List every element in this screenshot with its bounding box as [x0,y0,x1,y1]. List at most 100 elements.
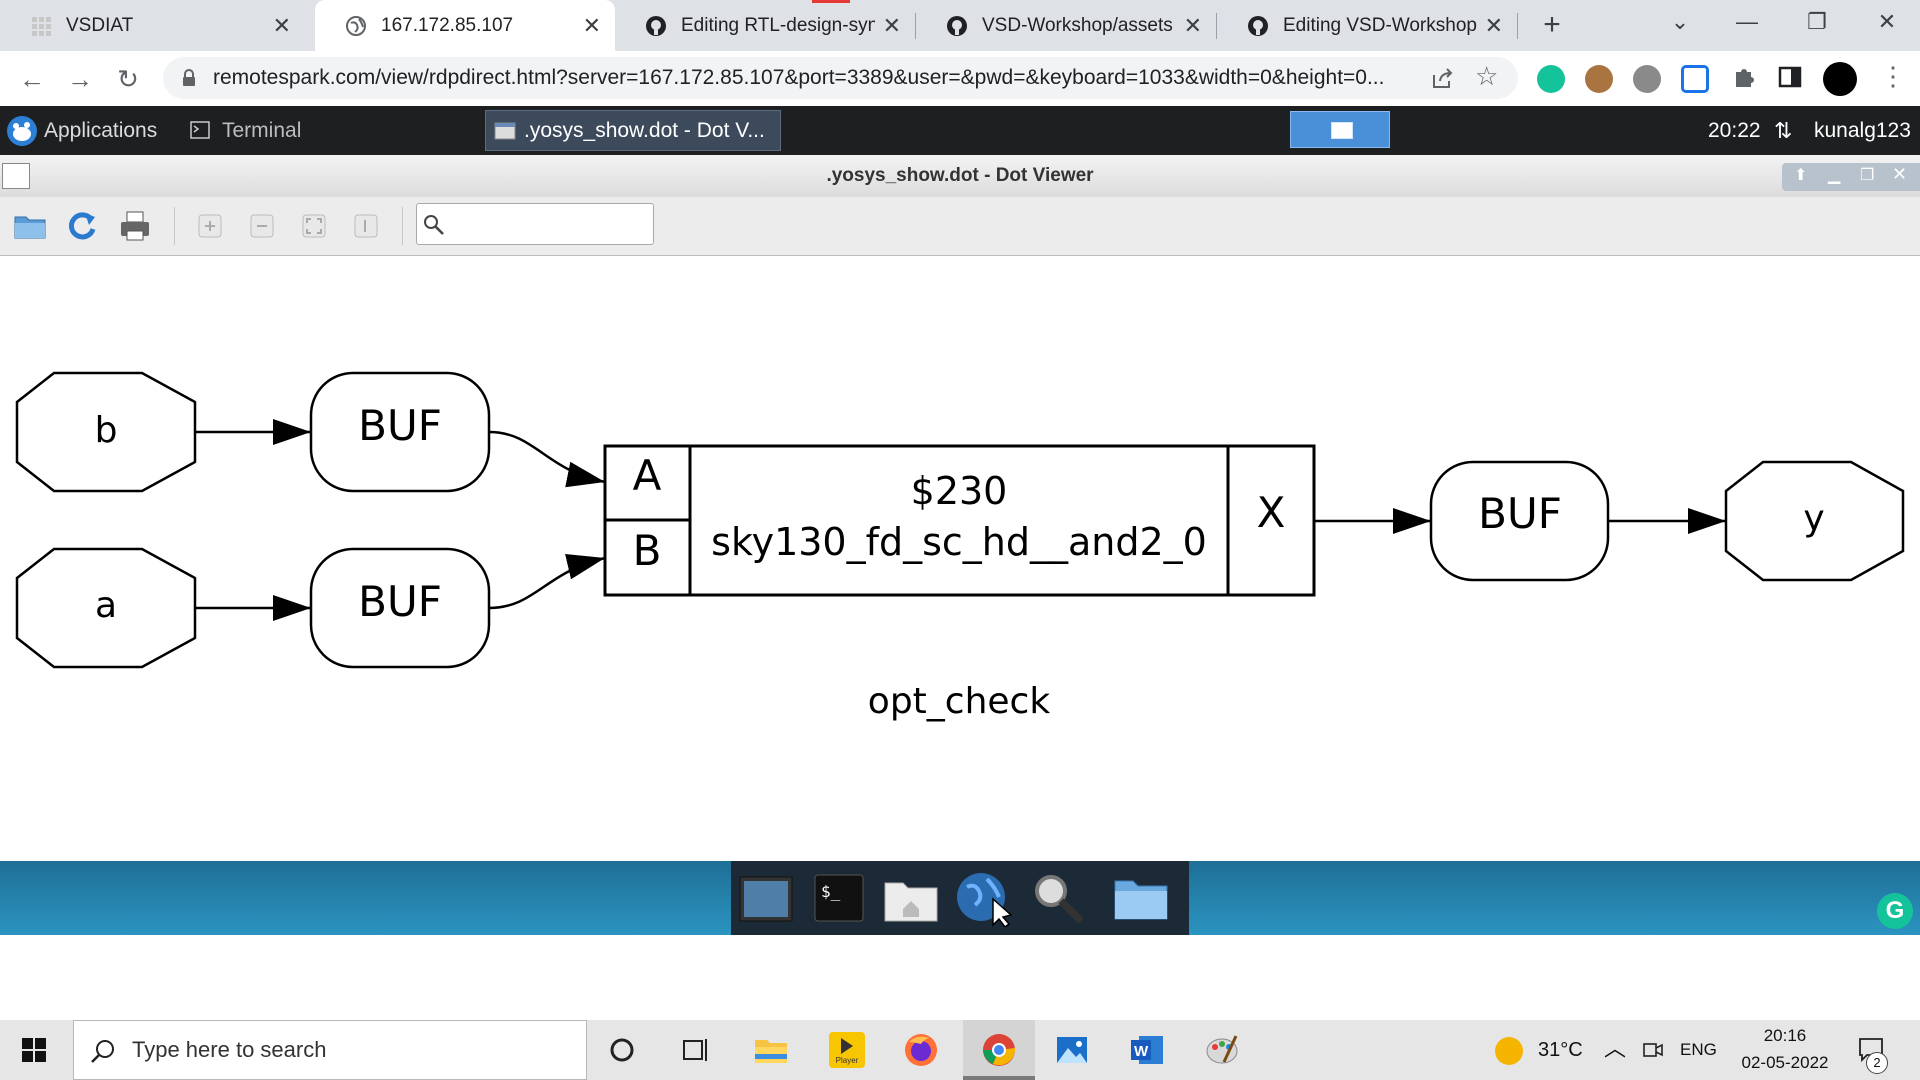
buf-node-out[interactable]: BUF [1429,460,1610,582]
buf-node-b[interactable]: BUF [309,371,491,493]
svg-text:$_: $_ [821,882,841,901]
weather-temperature[interactable]: 31°C [1538,1039,1583,1061]
app-finder-magnifier-icon[interactable] [1029,869,1089,927]
node-search-field[interactable] [416,203,654,245]
notification-center-icon[interactable] [1858,1036,1886,1064]
tab-editing-rtl[interactable]: Editing RTL-design-synthe ✕ [615,0,915,51]
tab-vsdiat[interactable]: VSDIAT ✕ [0,0,305,51]
terminal-launcher[interactable]: Terminal [222,119,302,142]
address-bar[interactable]: remotespark.com/view/rdpdirect.html?serv… [163,57,1518,99]
applications-menu[interactable]: Applications [44,119,158,142]
windows-start-icon[interactable] [22,1038,46,1062]
network-transfer-icon[interactable]: ⇅ [1774,118,1793,143]
tab-editing-vsd[interactable]: Editing VSD-Workshop/R ✕ [1217,0,1517,51]
file-manager-folder-icon[interactable] [1111,869,1171,927]
weather-sun-icon[interactable] [1495,1037,1523,1065]
close-tab-icon[interactable]: ✕ [1484,12,1503,38]
workspace-switcher[interactable] [1290,111,1390,148]
graph-canvas[interactable]: b a BUF BUF A B $230 [0,256,1920,861]
print-icon[interactable] [118,209,152,243]
github-icon [947,15,967,36]
chrome-icon[interactable] [981,1032,1017,1068]
file-explorer-icon[interactable] [753,1032,789,1068]
share-icon[interactable] [1431,67,1455,89]
film-reel-extension-icon[interactable] [1633,65,1661,93]
xfce-mouse-logo-icon[interactable] [6,115,38,147]
grammarly-floating-icon[interactable]: G [1877,893,1913,929]
close-window-icon[interactable]: ✕ [1877,9,1897,34]
output-port-y[interactable]: y [1724,460,1905,582]
zoom-out-icon[interactable] [245,209,279,243]
minimize-window-icon[interactable]: — [1736,9,1758,34]
panel-username[interactable]: kunalg123 [1814,119,1911,142]
show-desktop-icon[interactable] [736,869,796,927]
restore-window-icon[interactable]: ❐ [1807,9,1827,34]
window-controls: ⬆ ▁ ❐ ✕ [1782,163,1920,191]
puzzle-extensions-icon[interactable] [1731,64,1757,90]
cookie-extension-icon[interactable] [1585,65,1613,93]
windows-search-box[interactable]: Type here to search [73,1020,587,1080]
window-titlebar: .yosys_show.dot - Dot Viewer ⬆ ▁ ❐ ✕ [0,155,1920,197]
back-arrow-icon[interactable]: ← [19,64,45,94]
cortana-circle-icon[interactable] [604,1032,640,1068]
taskbar-dot-viewer-button[interactable]: .yosys_show.dot - Dot V... [485,110,781,151]
photos-app-icon[interactable] [1054,1032,1090,1068]
taskbar-time[interactable]: 20:16 [1763,1026,1807,1045]
cell-port-a: A [633,451,662,500]
close-window-icon[interactable]: ✕ [1892,164,1908,184]
github-icon [646,15,666,36]
taskbar-date[interactable]: 02-05-2022 [1741,1053,1829,1072]
forward-arrow-icon[interactable]: → [67,64,93,94]
buf-node-a[interactable]: BUF [309,547,491,669]
close-tab-icon[interactable]: ✕ [582,12,601,38]
web-browser-globe-icon[interactable] [953,869,1013,927]
reload-icon[interactable]: ↻ [117,64,139,94]
input-port-b[interactable]: b [15,371,197,493]
search-input[interactable] [449,208,649,240]
terminal-emulator-icon[interactable]: $_ [809,869,869,927]
tab-title: Editing VSD-Workshop/R [1283,14,1477,36]
cell-type: sky130_fd_sc_hd__and2_0 [711,520,1207,564]
input-port-a[interactable]: a [15,547,197,669]
task-view-icon[interactable] [678,1032,714,1068]
bookmark-star-icon[interactable]: ☆ [1475,61,1499,91]
new-tab-button[interactable]: + [1543,8,1561,41]
paint-app-icon[interactable] [1204,1032,1240,1068]
maximize-window-icon[interactable]: ❐ [1860,167,1875,184]
word-app-icon[interactable]: W [1129,1032,1165,1068]
tray-chevron-up-icon[interactable]: ︿ [1604,1036,1627,1061]
side-panel-icon[interactable] [1778,65,1802,89]
tab-search-chevron-icon[interactable]: ⌄ [1670,9,1690,34]
tab-separator [1517,13,1518,39]
close-tab-icon[interactable]: ✕ [272,12,291,38]
open-folder-icon[interactable] [13,209,47,243]
shade-window-icon[interactable]: ⬆ [1794,167,1808,184]
media-player-app-icon[interactable]: Player [829,1032,865,1068]
reload-icon[interactable] [65,209,99,243]
dot-viewer-toolbar [0,197,1920,256]
input-language[interactable]: ENG [1680,1040,1717,1059]
home-folder-icon[interactable] [881,869,941,927]
meet-now-icon[interactable] [1642,1040,1664,1060]
panel-clock[interactable]: 20:22 [1708,119,1761,142]
close-tab-icon[interactable]: ✕ [1183,12,1202,38]
grammarly-extension-icon[interactable] [1537,65,1565,93]
profile-avatar[interactable] [1823,62,1857,96]
lock-icon[interactable] [181,69,197,87]
tab-remote-session[interactable]: 167.172.85.107 ✕ [315,0,615,51]
tab-title: VSD-Workshop/assets at [982,14,1176,36]
minimize-window-icon[interactable]: ▁ [1828,167,1841,184]
and2-cell[interactable]: A B $230 sky130_fd_sc_hd__and2_0 X [603,444,1316,597]
terminal-icon[interactable] [190,121,210,139]
close-tab-icon[interactable]: ✕ [882,12,901,38]
tab-vsd-assets[interactable]: VSD-Workshop/assets at ✕ [916,0,1216,51]
more-menu-icon[interactable]: ⋮ [1880,61,1906,91]
globe-favicon-icon [346,15,366,36]
notification-count-badge: 2 [1866,1052,1888,1074]
firefox-icon[interactable] [903,1032,939,1068]
screen-capture-extension-icon[interactable] [1681,65,1709,93]
zoom-100-icon[interactable] [349,209,383,243]
zoom-in-icon[interactable] [193,209,227,243]
window-menu-icon[interactable] [2,163,30,189]
zoom-fit-icon[interactable] [297,209,331,243]
